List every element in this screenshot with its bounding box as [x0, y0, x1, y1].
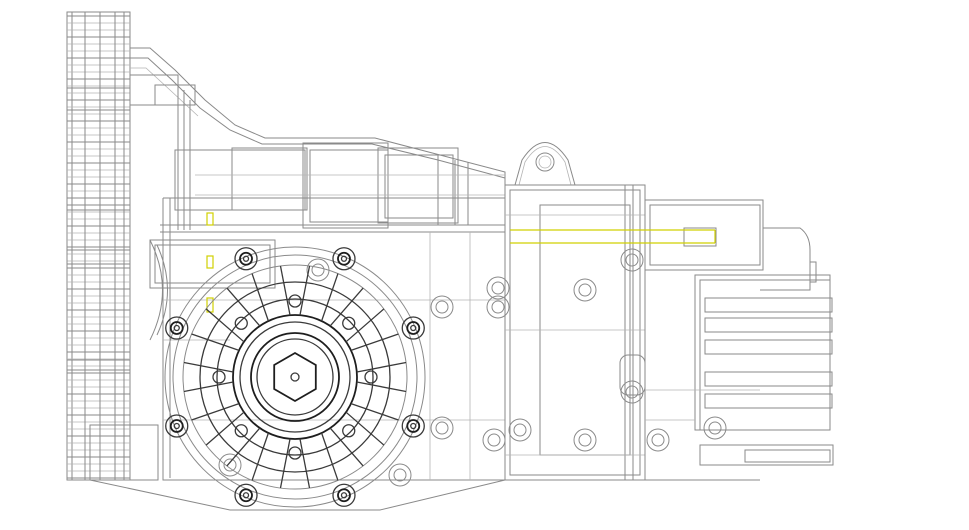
tail-housing [644, 199, 834, 481]
bolt-hole [482, 428, 506, 452]
case-bolts [218, 248, 727, 487]
main-case [89, 197, 506, 511]
bolt-hole [486, 295, 510, 319]
bolt-hole [218, 453, 242, 477]
flange-bolt [165, 414, 189, 438]
bolt-hole [430, 295, 454, 319]
hex-output-nut [273, 351, 317, 403]
bolt-hole [430, 416, 454, 440]
bolt-hole [703, 416, 727, 440]
bolt-hole [306, 258, 330, 282]
bolt-hole [620, 248, 644, 272]
flange-bolt [401, 414, 425, 438]
highlighted-edges [206, 212, 716, 313]
bolt-hole [486, 276, 510, 300]
bolt-hole [620, 380, 644, 404]
flange-bolt [332, 247, 356, 271]
bolt-hole [573, 428, 597, 452]
flange-bolt [234, 483, 258, 507]
flange-bolt [165, 316, 189, 340]
output-flange [164, 246, 426, 508]
bell-housing-flange [66, 11, 159, 481]
bolt-hole [388, 463, 412, 487]
lifting-eye [514, 142, 576, 186]
bolt-hole [508, 418, 532, 442]
bolt-hole [646, 428, 670, 452]
flange-bolt [332, 483, 356, 507]
flange-bolt [234, 247, 258, 271]
upper-housing [129, 47, 506, 233]
flange-bolt [401, 316, 425, 340]
bolt-hole [573, 278, 597, 302]
